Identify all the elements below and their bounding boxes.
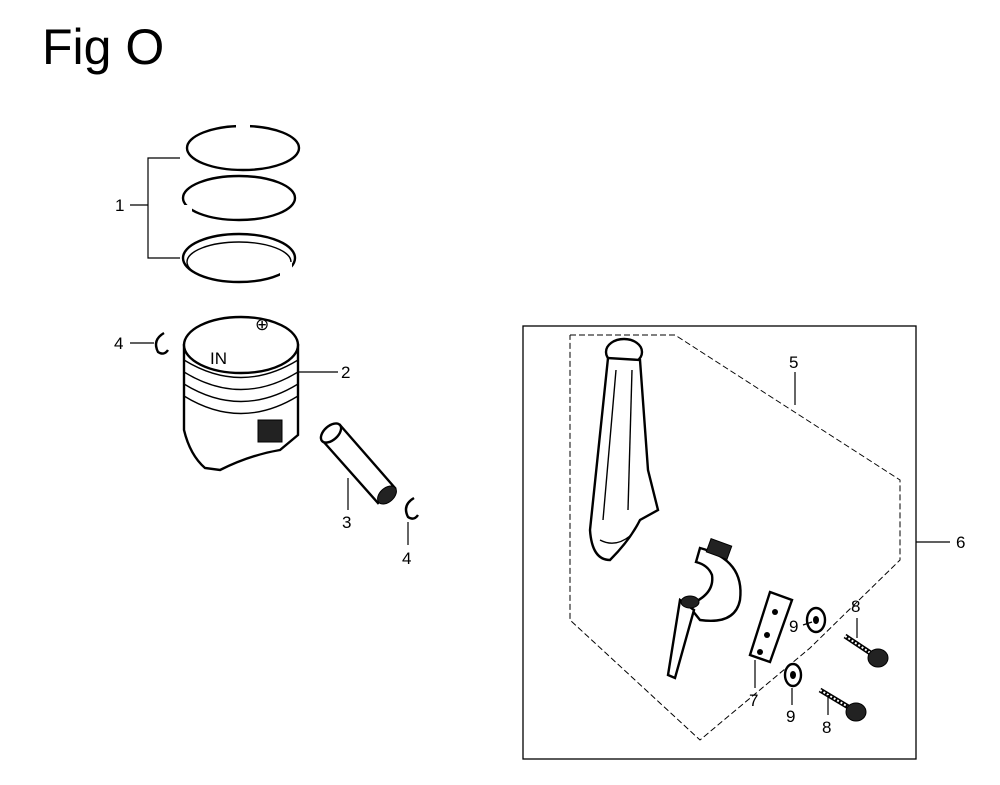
bolt-upper [843,618,889,668]
callout-6: 6 [956,533,965,552]
washer-upper [802,606,827,634]
callout-4-right: 4 [402,549,411,568]
callout-4-left: 4 [114,334,123,353]
connecting-rod-group-outline [569,334,901,741]
piston-rings [130,120,301,284]
callout-labels: 1 2 3 4 4 5 6 7 8 8 9 9 [114,196,965,737]
callout-7: 7 [749,691,758,710]
callout-2: 2 [341,363,350,382]
callout-1: 1 [115,196,124,215]
callout-9-upper: 9 [789,617,798,636]
crown-mark: ⊕ [255,315,269,334]
connecting-rod [588,337,660,562]
callout-9-lower: 9 [786,707,795,726]
piston-pin [319,422,397,510]
washer-lower [783,662,803,705]
callout-8-lower: 8 [822,718,831,737]
side-mark: IN [210,349,227,368]
piston-crown [182,315,300,375]
callout-5: 5 [789,353,798,372]
piston: ⊕ IN [182,315,338,472]
top-ring [185,124,301,172]
callout-8-upper: 8 [851,597,860,616]
callout-3: 3 [342,513,351,532]
figure-title: Fig O [42,19,165,75]
second-ring [181,174,297,222]
pin-clip-left [130,331,169,355]
ring-bracket [147,157,180,259]
bolt-lower [818,687,867,722]
pin-boss [257,419,283,443]
connecting-rod-assembly-box [522,325,950,760]
rod-cap [666,538,742,680]
pin-clip-right [404,496,419,545]
lock-plate [748,590,794,688]
